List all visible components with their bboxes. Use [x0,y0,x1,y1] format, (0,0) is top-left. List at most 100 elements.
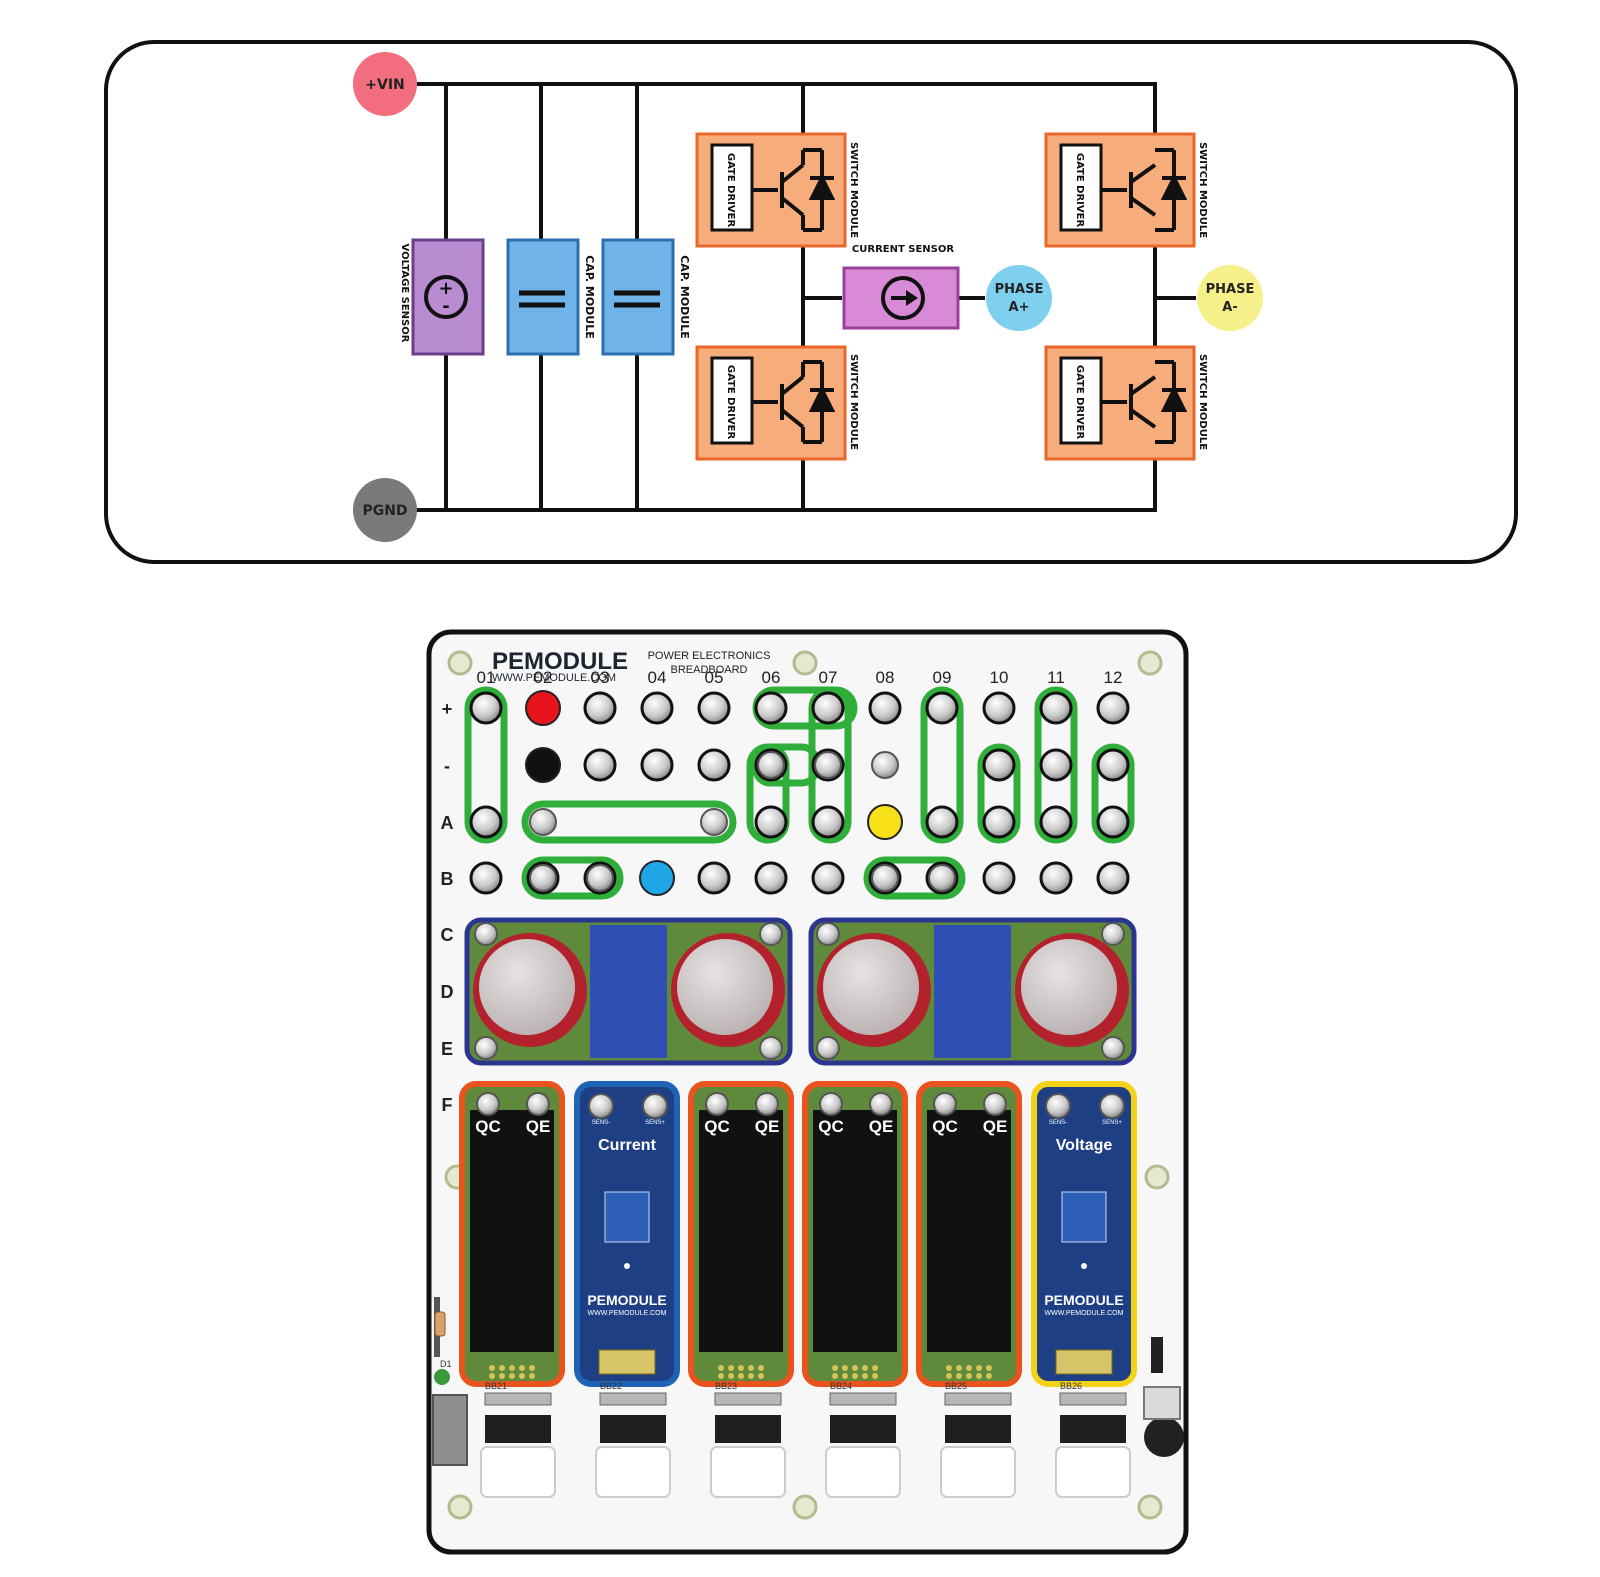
marker-terminal[interactable] [867,804,903,840]
screw-terminal[interactable] [871,864,899,892]
cap-module-right [808,917,1137,1066]
screw-terminal[interactable] [811,805,845,839]
screw-terminal[interactable] [869,1092,893,1116]
screw-terminal[interactable] [1039,748,1073,782]
screw-terminal[interactable] [754,805,788,839]
screw-terminal[interactable] [928,864,956,892]
phase-a-minus-label-2: A- [1222,300,1237,315]
pin-icon [946,1373,952,1379]
screw-terminal[interactable] [1045,1093,1071,1119]
screw-terminal[interactable] [871,751,899,779]
screw-terminal[interactable] [925,805,959,839]
pin-icon [852,1373,858,1379]
header-block: BB26 [1055,1381,1131,1498]
schematic-diagram: +VIN PGND + - VOLTAGE SENSOR CAP. MODULE… [104,40,1518,564]
screw-terminal[interactable] [529,864,557,892]
igbt-icon [1101,148,1188,232]
screw-terminal[interactable] [469,861,503,895]
pin-icon [728,1373,734,1379]
screw-terminal[interactable] [868,691,902,725]
screw-terminal[interactable] [1096,748,1130,782]
screw-terminal[interactable] [816,922,840,946]
qe-label: QE [755,1117,780,1136]
screw-terminal[interactable] [469,691,503,725]
screw-terminal[interactable] [700,808,728,836]
phase-a-plus-label-1: PHASE [995,282,1044,297]
screw-terminal[interactable] [982,691,1016,725]
screw-terminal[interactable] [1096,805,1130,839]
screw-terminal[interactable] [811,691,845,725]
screw-terminal[interactable] [529,808,557,836]
screw-terminal[interactable] [1101,1036,1125,1060]
pin-icon [728,1365,734,1371]
screw-terminal[interactable] [705,1092,729,1116]
screw-terminal[interactable] [819,1092,843,1116]
screw-terminal[interactable] [983,1092,1007,1116]
screw-terminal[interactable] [1039,861,1073,895]
screw-terminal[interactable] [759,922,783,946]
screw-terminal[interactable] [640,691,674,725]
screw-terminal[interactable] [1039,691,1073,725]
pin-icon [489,1365,495,1371]
screw-terminal[interactable] [640,748,674,782]
sens-plus-label: SENS+ [1102,1120,1122,1126]
screw-terminal[interactable] [757,751,785,779]
screw-terminal[interactable] [588,1093,614,1119]
screw-terminal[interactable] [1039,805,1073,839]
sens-minus-label: SENS- [592,1120,610,1126]
screw-terminal[interactable] [526,1092,550,1116]
screw-terminal[interactable] [469,805,503,839]
screw-terminal[interactable] [697,691,731,725]
current-module[interactable]: SENS-SENS+CurrentPEMODULEWWW.PEMODULE.CO… [574,1081,680,1387]
column-label: 08 [876,668,895,687]
pin-icon [748,1373,754,1379]
pin-icon [946,1365,952,1371]
screw-terminal[interactable] [1096,861,1130,895]
screw-terminal[interactable] [586,864,614,892]
screw-terminal[interactable] [814,751,842,779]
screw-terminal[interactable] [474,922,498,946]
screw-terminal[interactable] [1096,691,1130,725]
screw-terminal[interactable] [697,861,731,895]
screw-terminal[interactable] [1099,1093,1125,1119]
marker-terminal[interactable] [525,690,561,726]
screw-terminal[interactable] [583,691,617,725]
screw-terminal[interactable] [754,861,788,895]
brand-logo: PEMODULE [492,648,628,675]
screw-terminal[interactable] [759,1036,783,1060]
marker-terminal[interactable] [525,747,561,783]
column-label: 01 [477,668,496,687]
marker-terminal[interactable] [639,860,675,896]
screw-terminal[interactable] [583,748,617,782]
screw-terminal[interactable] [925,691,959,725]
screw-terminal[interactable] [811,861,845,895]
svg-text:+: + [438,278,453,299]
screw-terminal[interactable] [755,1092,779,1116]
chip-icon [1061,1191,1107,1243]
screw-terminal[interactable] [816,1036,840,1060]
switch-module-label: SWITCH MODULE [1197,354,1208,450]
screw-terminal[interactable] [474,1036,498,1060]
screw-terminal[interactable] [476,1092,500,1116]
pgnd-label: PGND [362,503,407,519]
row-label: C [441,925,454,945]
pin-icon [862,1373,868,1379]
screw-terminal[interactable] [754,691,788,725]
screw-terminal[interactable] [697,748,731,782]
gate-driver-label: GATE DRIVER [725,153,736,228]
screw-terminal[interactable] [933,1092,957,1116]
screw-terminal[interactable] [982,748,1016,782]
screw-terminal[interactable] [1101,922,1125,946]
pemodule-breadboard: PEMODULE WWW.PEMODULE.COM POWER ELECTRON… [426,629,1189,1555]
vin-label: +VIN [365,77,405,93]
screw-terminal[interactable] [982,861,1016,895]
voltage-module[interactable]: SENS-SENS+VoltagePEMODULEWWW.PEMODULE.CO… [1031,1081,1137,1387]
screw-terminal[interactable] [642,1093,668,1119]
screw-terminal[interactable] [982,805,1016,839]
